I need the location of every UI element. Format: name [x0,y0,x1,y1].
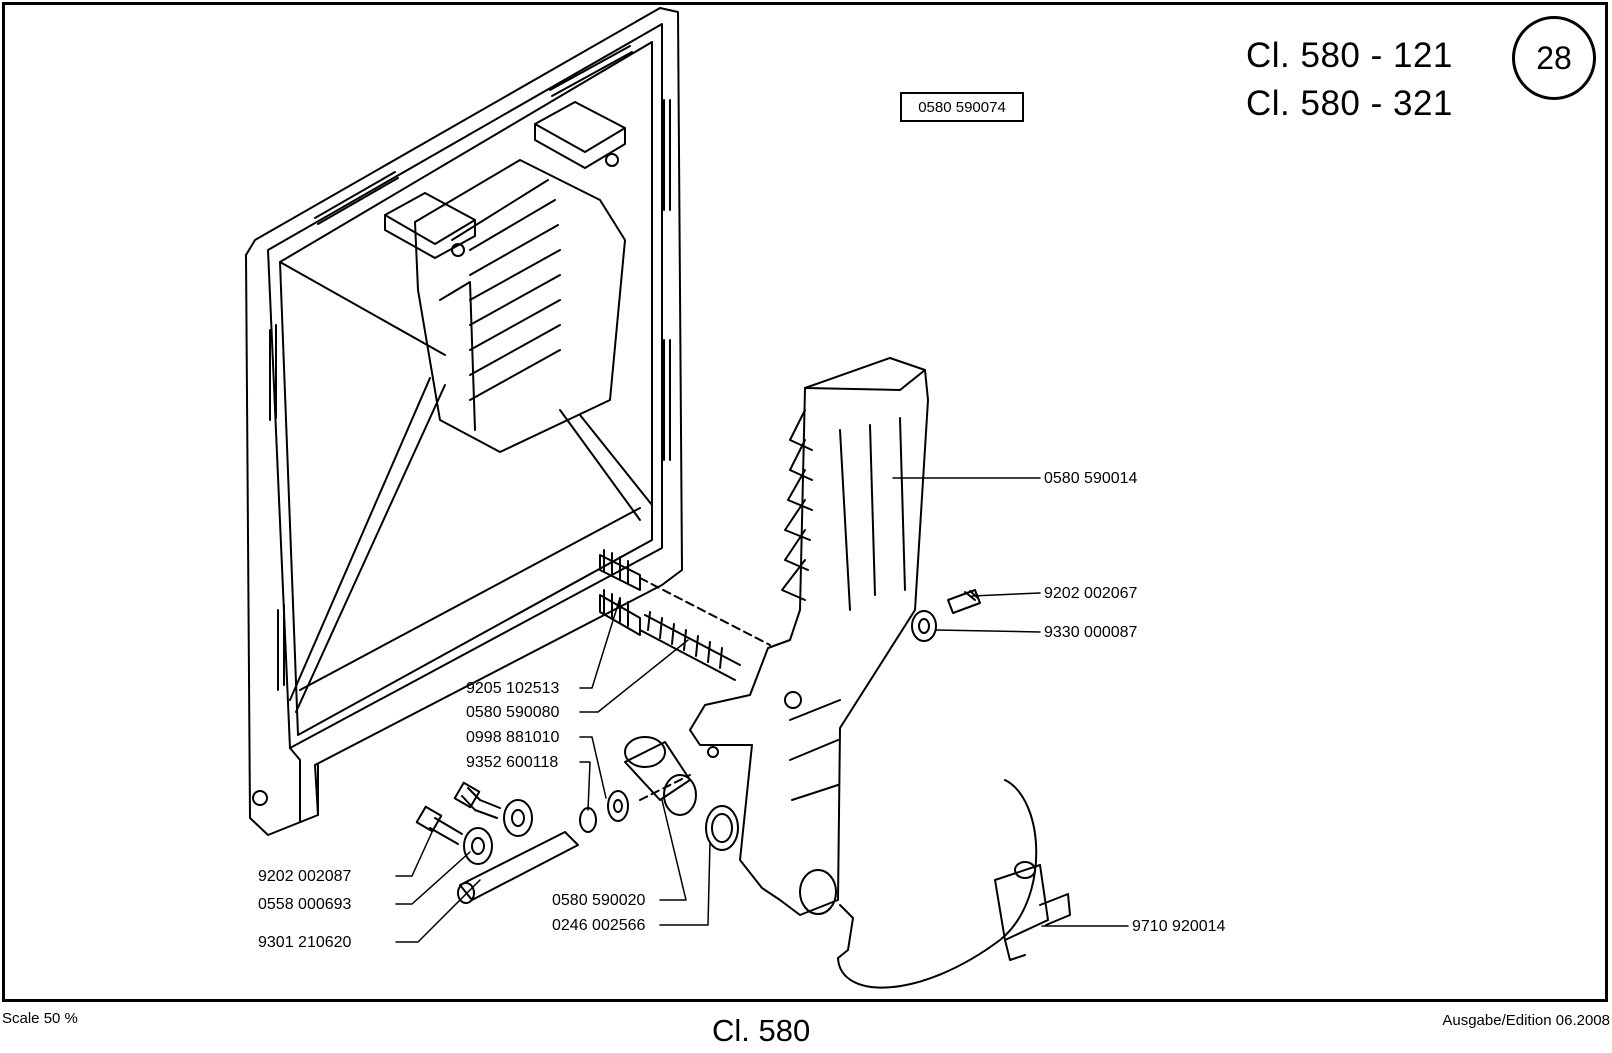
part-label: 9710 920014 [1132,918,1225,936]
part-label: 0580 590020 [552,892,645,910]
part-label: 0246 002566 [552,917,645,935]
part-label: 0998 881010 [466,729,559,747]
springs [600,550,770,680]
part-label: 9330 000087 [1044,624,1137,642]
part-label: 9202 002067 [1044,585,1137,603]
pedal [690,358,1036,988]
edition-label: Ausgabe/Edition 06.2008 [1442,1012,1610,1029]
scale-label: Scale 50 % [2,1010,78,1027]
part-label: 0558 000693 [258,896,351,914]
part-label: 9352 600118 [466,754,558,772]
part-label: 0580 590080 [466,704,559,722]
footer-title: Cl. 580 [712,1013,810,1049]
model-number-1: Cl. 580 - 121 [1246,36,1453,76]
part-label: 9301 210620 [258,934,351,952]
assembly-number: 0580 590074 [918,99,1006,116]
part-label: 9205 102513 [466,680,559,698]
part-label: 0580 590014 [1044,470,1137,488]
hardware [417,590,1070,960]
page-number-badge: 28 [1512,16,1596,100]
assembly-number-box: 0580 590074 [900,92,1024,122]
page-number: 28 [1536,40,1572,77]
model-number-2: Cl. 580 - 321 [1246,84,1453,124]
part-label: 9202 002087 [258,868,351,886]
